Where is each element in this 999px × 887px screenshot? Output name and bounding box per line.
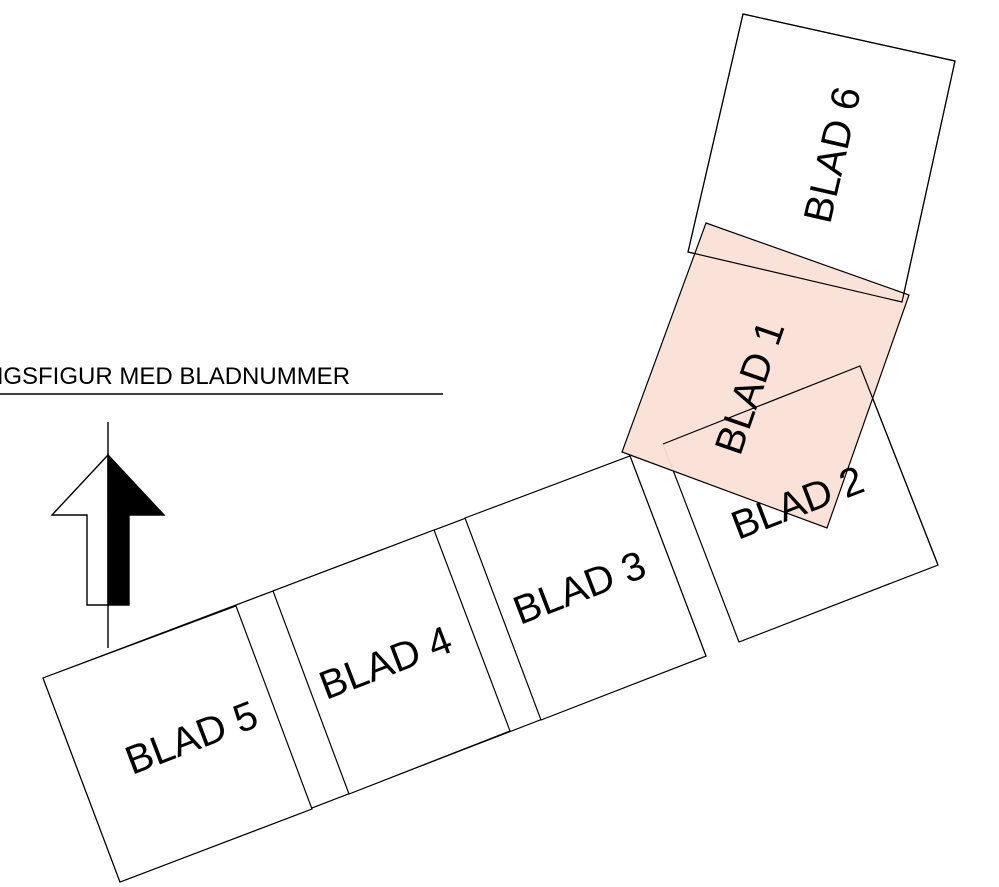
sheet-outline-blad-2-overlay <box>662 365 939 566</box>
sheet-outline-blad-6-overlay <box>687 13 956 303</box>
sheet-frame-blad-3[interactable] <box>464 455 707 721</box>
sheet-strip <box>42 455 707 883</box>
sheet-frame-blad-1[interactable] <box>621 222 910 529</box>
north-arrow-icon <box>50 422 166 648</box>
sheet-frame-blad-5[interactable] <box>42 605 313 883</box>
heading-title: NGSFIGUR MED BLADNUMMER <box>0 363 350 390</box>
sheet-frame-blad-4[interactable] <box>272 529 511 795</box>
